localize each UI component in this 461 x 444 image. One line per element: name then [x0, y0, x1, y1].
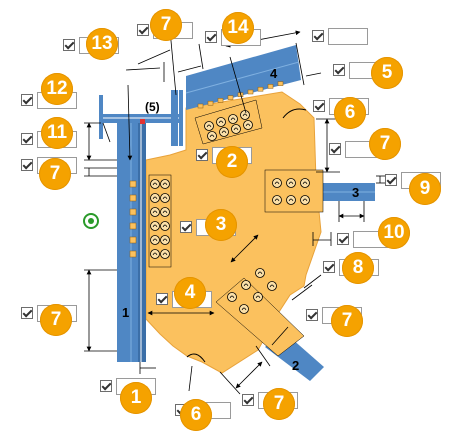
callout-badge-f1: 1	[120, 382, 152, 414]
bolt	[160, 249, 170, 259]
bolt	[300, 195, 310, 205]
field-f7d-checkbox[interactable]	[329, 143, 341, 155]
callout-badge-f11: 11	[41, 117, 73, 149]
callout-badge-f7d: 7	[369, 128, 401, 160]
field-f1-checkbox[interactable]	[100, 380, 112, 392]
field-f8-checkbox[interactable]	[323, 261, 335, 273]
callout-badge-f4: 4	[174, 277, 206, 309]
bolt	[253, 292, 263, 302]
brace-stud	[217, 98, 224, 103]
callout-badge-f12: 12	[41, 73, 73, 105]
column-stub	[129, 180, 137, 188]
field-f7e-checkbox[interactable]	[21, 307, 33, 319]
bolt	[228, 114, 238, 124]
bolt	[160, 179, 170, 189]
field-f7a-checkbox[interactable]	[137, 24, 149, 36]
field-f7g-checkbox[interactable]	[242, 394, 254, 406]
bolt	[150, 221, 160, 231]
field-f3-checkbox[interactable]	[180, 221, 192, 233]
callout-badge-f6a: 6	[334, 97, 366, 129]
bolt	[243, 120, 253, 130]
bolt	[160, 235, 170, 245]
bolt	[207, 131, 217, 141]
callout-badge-f14: 14	[222, 12, 254, 44]
bolt	[160, 193, 170, 203]
bolt	[150, 193, 160, 203]
member-3-label: 3	[352, 185, 359, 200]
callout-badge-f7a: 7	[150, 9, 182, 41]
bolt	[272, 178, 282, 188]
bolt	[231, 124, 241, 134]
bolt	[150, 207, 160, 217]
callout-badge-f7f: 7	[331, 305, 363, 337]
callout-badge-f7g: 7	[263, 388, 295, 420]
bolt	[150, 249, 160, 259]
bolt	[216, 117, 226, 127]
column-stub	[129, 222, 137, 230]
field-f9-checkbox[interactable]	[385, 174, 397, 186]
field-f2-checkbox[interactable]	[196, 149, 208, 161]
member-4-label: 4	[270, 66, 278, 81]
field-f7c-checkbox[interactable]	[21, 159, 33, 171]
field-f6a-checkbox[interactable]	[313, 100, 325, 112]
field-f14-checkbox[interactable]	[205, 31, 217, 43]
brace-stud	[227, 95, 234, 100]
column-stub	[129, 236, 137, 244]
member-2-label: 2	[292, 358, 299, 373]
member-5-label: (5)	[145, 100, 160, 114]
target-symbol	[83, 213, 99, 229]
bolt	[160, 207, 170, 217]
bolt	[160, 221, 170, 231]
bolt	[204, 121, 214, 131]
field-f5-checkbox[interactable]	[333, 64, 345, 76]
field-f7f-checkbox[interactable]	[306, 309, 318, 321]
column-stub	[129, 194, 137, 202]
callout-badge-f2: 2	[216, 146, 248, 178]
bolt	[286, 195, 296, 205]
field-f4-checkbox[interactable]	[156, 293, 168, 305]
callout-badge-f3: 3	[205, 209, 237, 241]
bolt	[150, 235, 160, 245]
callout-badge-f6b: 6	[180, 399, 212, 431]
field-f10-checkbox[interactable]	[337, 233, 349, 245]
brace-stud	[207, 100, 214, 106]
bolt	[267, 281, 277, 291]
column-stub	[129, 208, 137, 216]
field-f12-checkbox[interactable]	[21, 94, 33, 106]
field-f7b-checkbox[interactable]	[312, 30, 324, 42]
callout-badge-f13: 13	[86, 28, 118, 60]
bolt	[255, 268, 265, 278]
bolt	[240, 110, 250, 120]
member-1-web	[138, 119, 146, 362]
callout-badge-f5: 5	[371, 57, 403, 89]
bolt	[227, 292, 237, 302]
bolt	[219, 127, 229, 137]
bolt	[241, 280, 251, 290]
bolt	[300, 178, 310, 188]
field-f13-checkbox[interactable]	[63, 39, 75, 51]
bolt	[272, 195, 282, 205]
field-f7b-input[interactable]	[328, 28, 368, 45]
brace-stud	[197, 103, 204, 109]
callout-badge-f7e: 7	[40, 304, 72, 336]
brace-stud	[257, 86, 264, 92]
member-1-label: 1	[122, 305, 129, 320]
bolt	[239, 304, 249, 314]
callout-badge-f10: 10	[378, 217, 410, 249]
bolt	[150, 179, 160, 189]
brace-stud	[247, 89, 254, 95]
callout-badge-f7c: 7	[39, 158, 71, 190]
callout-badge-f9: 9	[409, 173, 441, 205]
brace-stud	[277, 81, 284, 86]
brace-stud	[267, 84, 274, 89]
bolt	[286, 178, 296, 188]
red-marker	[140, 119, 145, 124]
field-f11-checkbox[interactable]	[21, 133, 33, 145]
column-stub	[129, 250, 137, 258]
callout-badge-f8: 8	[342, 252, 374, 284]
